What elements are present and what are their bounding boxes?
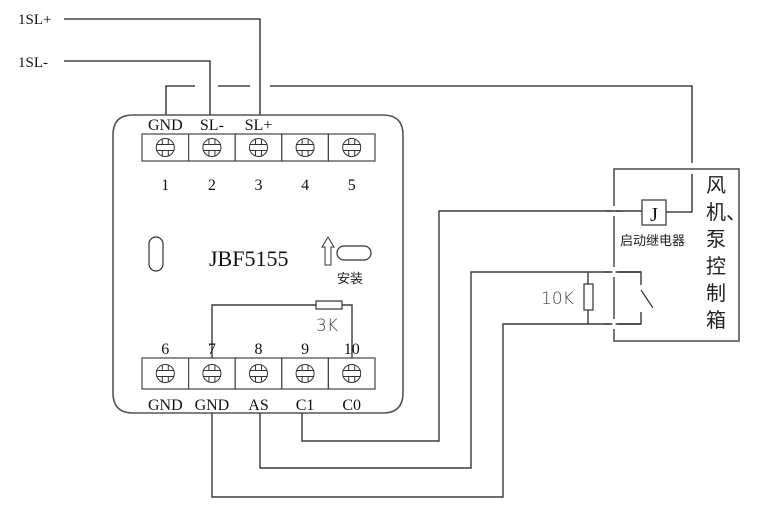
terminal-label: AS — [248, 397, 268, 414]
terminal-number: 5 — [348, 177, 356, 194]
wire-as-to-switch — [259, 271, 642, 469]
screw-icon — [155, 364, 175, 383]
terminal-label: GND — [195, 397, 230, 414]
terminal-cell — [188, 357, 236, 390]
terminal-number: 6 — [161, 341, 169, 358]
install-arrow-icon — [321, 236, 335, 266]
terminal-label: C1 — [296, 397, 315, 414]
screw-icon — [342, 364, 362, 383]
resistor-label-10k: 10K — [541, 289, 574, 309]
wire-c1-to-relay — [301, 210, 642, 442]
top-terminal-strip — [141, 133, 376, 162]
control-box-title-char: 控 — [706, 254, 726, 278]
control-box-title-char: 泵 — [706, 227, 726, 251]
install-label: 安装 — [337, 272, 363, 287]
feedback-resistor-10k — [583, 272, 594, 324]
relay-symbol: J — [650, 204, 658, 226]
control-box-title-char: 箱 — [706, 308, 726, 332]
install-slot — [336, 245, 372, 261]
bottom-terminal-strip — [141, 357, 376, 390]
terminal-label: GND — [148, 117, 183, 134]
wire-gnd-to-switch — [211, 312, 642, 498]
control-box-title-char: 机、 — [706, 200, 746, 224]
control-box — [613, 168, 740, 342]
resistor-label-3k: 3K — [316, 316, 338, 336]
control-box-title-char: 制 — [706, 281, 726, 305]
terminal-label: SL+ — [245, 117, 273, 134]
wire-1sl-plus — [64, 18, 261, 134]
terminal-number: 4 — [301, 177, 309, 194]
screw-icon — [342, 138, 362, 157]
mounting-slot — [148, 236, 164, 272]
terminal-number: 8 — [255, 341, 263, 358]
wire-1sl-minus — [64, 60, 211, 134]
control-box-title-char: 风 — [706, 173, 726, 197]
screw-icon — [249, 364, 268, 383]
relay-coil — [641, 199, 667, 226]
module-enclosure — [112, 114, 404, 414]
terminal-label: C0 — [342, 397, 361, 414]
relay-label: 启动继电器 — [620, 234, 685, 249]
screw-icon — [202, 138, 222, 157]
terminal-number: 7 — [208, 341, 216, 358]
input-label-1sl-plus: 1SL+ — [18, 12, 51, 28]
terminal-label: GND — [148, 397, 183, 414]
terminal-label: SL- — [200, 117, 224, 134]
terminal-number: 1 — [161, 177, 169, 194]
internal-resistor-3k — [211, 300, 353, 358]
terminal-number: 3 — [255, 177, 263, 194]
relay-switch-contact — [640, 289, 654, 309]
module-model: JBF5155 — [209, 246, 288, 271]
input-label-1sl-minus: 1SL- — [18, 55, 48, 71]
screw-icon — [295, 364, 315, 383]
terminal-number: 10 — [344, 341, 360, 358]
terminal-number: 9 — [301, 341, 309, 358]
screw-icon — [295, 138, 315, 157]
screw-icon — [202, 364, 222, 383]
screw-icon — [249, 138, 268, 157]
screw-icon — [155, 138, 175, 157]
terminal-number: 2 — [208, 177, 216, 194]
